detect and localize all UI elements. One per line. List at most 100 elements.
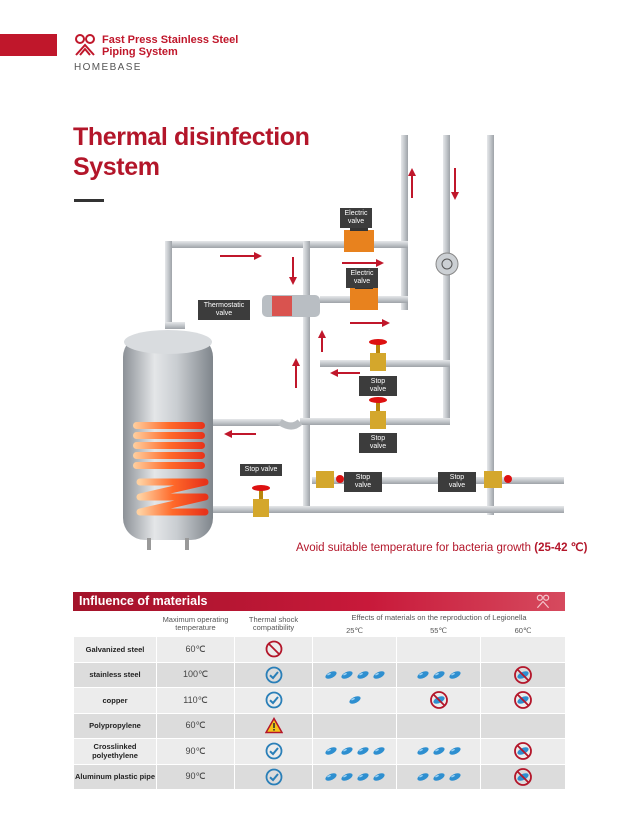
max-temp-value: 60℃ — [156, 636, 235, 663]
bacteria-icon — [348, 696, 361, 704]
thermal-shock-cell — [234, 738, 313, 765]
stop-valve — [369, 339, 387, 371]
electric-valve-1 — [344, 230, 374, 252]
bacteria-icon — [416, 671, 429, 679]
homebase-logo-icon — [75, 34, 95, 56]
stop-valve-label-5: Stop valve — [438, 472, 476, 492]
bacteria-icon — [356, 671, 369, 679]
effect-25c-cell — [312, 687, 397, 714]
check-icon — [265, 742, 282, 760]
bacteria-icon — [448, 773, 461, 781]
bacteria-icon — [432, 671, 445, 679]
pipe — [303, 241, 310, 511]
materials-table: Maximum operating temperature Thermal sh… — [73, 611, 566, 790]
effect-55c-cell — [396, 661, 481, 688]
header-25c: 25℃ — [312, 624, 397, 637]
effect-25c-cell — [312, 712, 397, 739]
pipe — [165, 241, 172, 329]
check-icon — [265, 691, 282, 709]
effect-25c-cell — [312, 763, 397, 790]
material-name: Galvanized steel — [73, 636, 157, 663]
prohibited-icon — [265, 640, 282, 658]
effect-25c-cell — [312, 661, 397, 688]
pipe-diagram-svg — [123, 135, 564, 550]
bacteria-icon — [432, 747, 445, 755]
brand-name: Fast Press Stainless Steel Piping System — [102, 34, 239, 58]
material-name: copper — [73, 687, 157, 714]
stop-valve — [484, 471, 512, 488]
effect-55c-cell — [396, 738, 481, 765]
effect-25c-cell — [312, 738, 397, 765]
tank-top — [124, 330, 212, 354]
bacteria-icon — [356, 747, 369, 755]
bacteria-icon — [356, 773, 369, 781]
bacteria-icon — [340, 747, 353, 755]
thermal-disinfection-diagram: Electric valve Electric valve Thermostat… — [0, 130, 632, 550]
pump — [435, 252, 459, 276]
stop-valve — [316, 471, 344, 488]
electric-valve-2 — [350, 288, 378, 310]
header-effects: Effects of materials on the reproduction… — [312, 611, 566, 625]
effect-60c-cell — [480, 687, 566, 714]
electric-valve-label-2: Electric valve — [346, 268, 378, 288]
effect-55c-cell — [396, 763, 481, 790]
check-icon — [265, 666, 282, 684]
thermal-shock-cell — [234, 661, 313, 688]
stop-valve-label-3: Stop valve — [240, 464, 282, 476]
electric-valve-label-1: Electric valve — [340, 208, 372, 228]
bacteria-icon — [448, 671, 461, 679]
effect-60c-cell — [480, 712, 566, 739]
header-55c: 55℃ — [396, 624, 481, 637]
heating-coil-upper — [133, 422, 205, 469]
bacteria-icon — [372, 773, 385, 781]
stop-valve-label-4: Stop valve — [344, 472, 382, 492]
header-thermal-shock: Thermal shock compatibility — [234, 611, 313, 637]
materials-table-title: Influence of materials — [73, 592, 565, 611]
effect-60c-cell — [480, 636, 566, 663]
bacteria-icon — [416, 773, 429, 781]
check-icon — [265, 768, 282, 786]
pipe — [443, 135, 450, 425]
max-temp-value: 100℃ — [156, 661, 235, 688]
bacteria-icon — [416, 747, 429, 755]
temperature-note: Avoid suitable temperature for bacteria … — [296, 542, 588, 554]
bacteria-banned-icon — [514, 742, 532, 761]
pipe — [212, 419, 282, 426]
brand-sub: HOMEBASE — [74, 62, 142, 73]
max-temp-value: 90℃ — [156, 763, 235, 790]
pipe — [401, 135, 408, 310]
bacteria-icon — [324, 747, 337, 755]
flow-arrows — [220, 168, 459, 438]
stop-valve-label-2: Stop valve — [359, 433, 397, 453]
effect-60c-cell — [480, 763, 566, 790]
material-name: Polypropylene — [73, 712, 157, 739]
bacteria-icon — [448, 747, 461, 755]
bacteria-icon — [372, 671, 385, 679]
bacteria-icon — [372, 747, 385, 755]
stop-valve — [369, 397, 387, 429]
bacteria-icon — [324, 671, 337, 679]
homebase-mark-icon — [536, 594, 550, 609]
thermal-shock-cell — [234, 712, 313, 739]
max-temp-value: 90℃ — [156, 738, 235, 765]
effect-55c-cell — [396, 636, 481, 663]
thermostatic-valve-label: Thermostatic valve — [198, 300, 250, 320]
effect-60c-cell — [480, 738, 566, 765]
bacteria-icon — [432, 773, 445, 781]
thermal-shock-cell — [234, 687, 313, 714]
header-max-temp: Maximum operating temperature — [156, 611, 235, 637]
tank-leg — [185, 538, 189, 550]
bacteria-icon — [324, 773, 337, 781]
pipe — [165, 322, 185, 329]
effect-25c-cell — [312, 636, 397, 663]
header-material — [73, 611, 157, 637]
stop-valve — [252, 485, 270, 517]
bacteria-icon — [340, 773, 353, 781]
max-temp-value: 110℃ — [156, 687, 235, 714]
tank-leg — [147, 538, 151, 550]
warning-icon — [264, 717, 283, 734]
